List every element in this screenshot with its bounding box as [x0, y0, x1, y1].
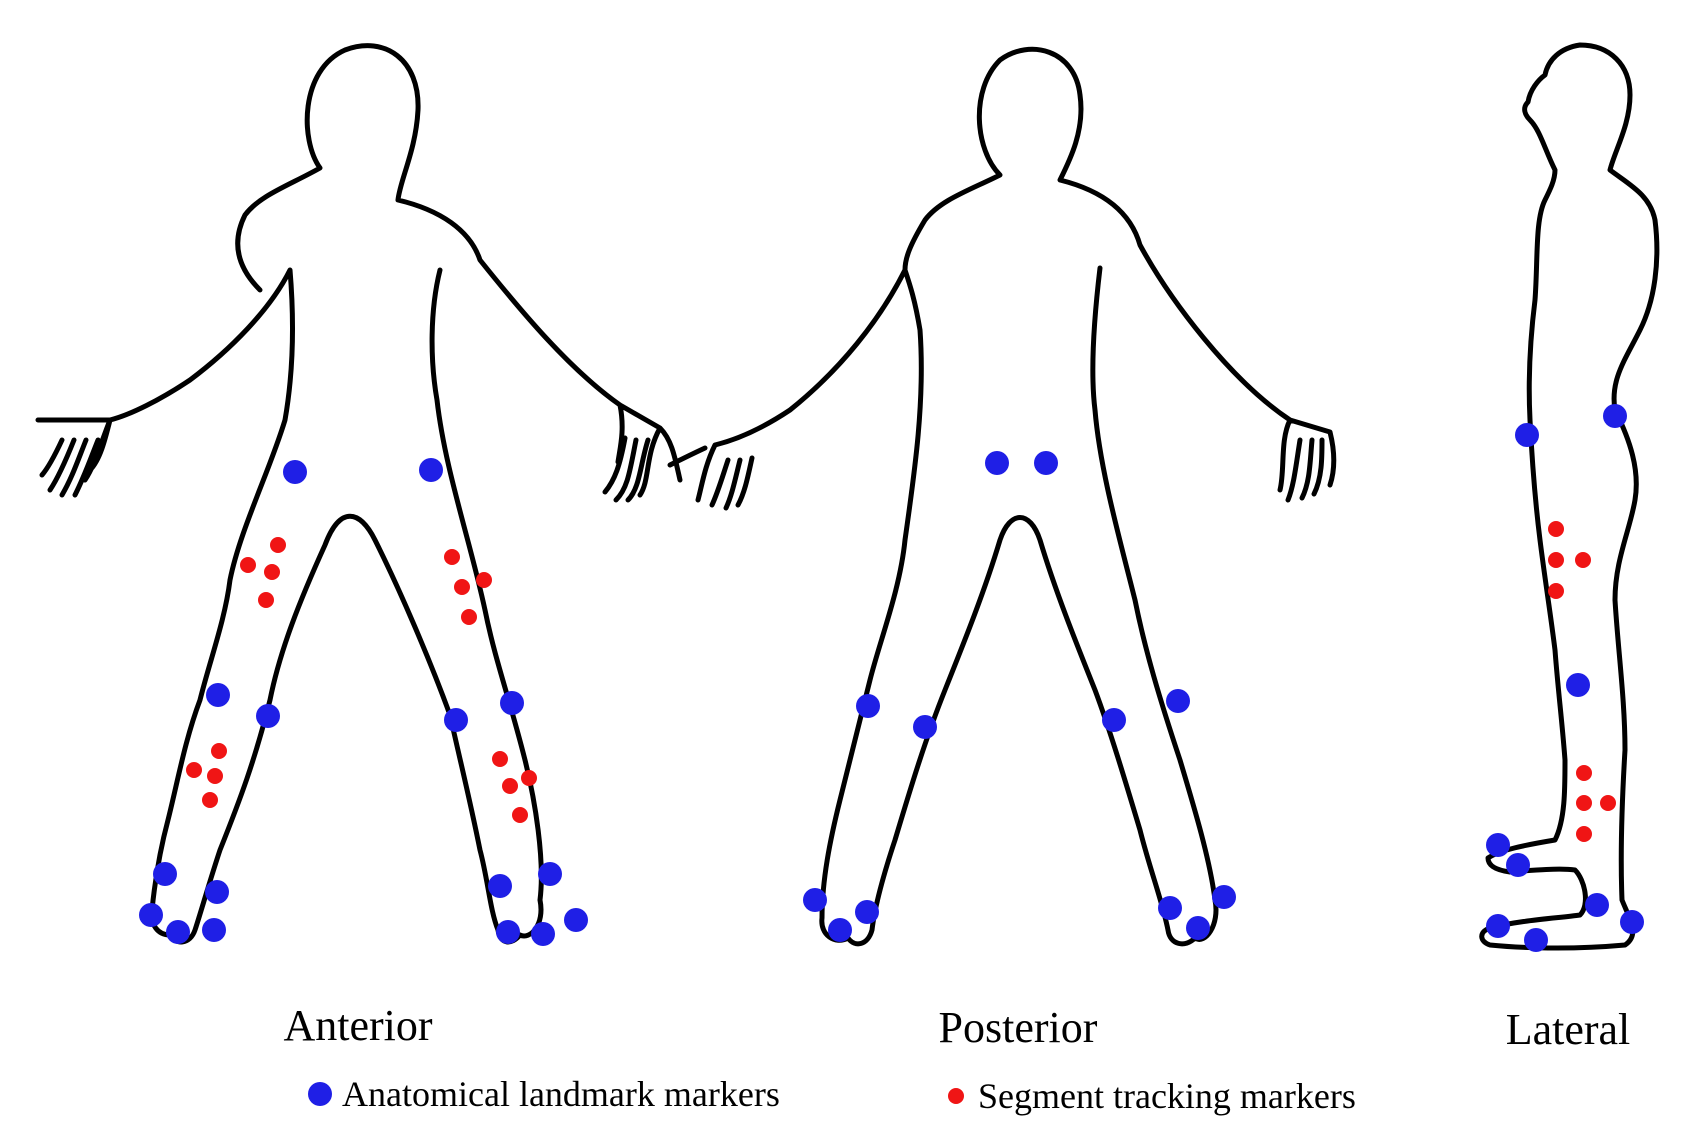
legend-anatomical-swatch [308, 1082, 332, 1106]
anatomical-landmark-marker [205, 880, 229, 904]
segment-tracking-marker [512, 807, 528, 823]
anatomical-landmark-marker [256, 704, 280, 728]
anatomical-landmark-marker [1566, 673, 1590, 697]
segment-tracking-marker [186, 762, 202, 778]
segment-tracking-marker [1576, 765, 1592, 781]
anatomical-landmark-marker [1620, 910, 1644, 934]
segment-tracking-marker [240, 557, 256, 573]
legend: Anatomical landmark markers Segment trac… [308, 1074, 1356, 1116]
anatomical-landmark-marker [828, 918, 852, 942]
anatomical-landmark-marker [1515, 423, 1539, 447]
segment-tracking-marker [264, 564, 280, 580]
anatomical-landmark-marker [1034, 451, 1058, 475]
anatomical-landmark-marker [139, 903, 163, 927]
anatomical-landmark-marker [1212, 885, 1236, 909]
anatomical-landmark-marker [1186, 916, 1210, 940]
segment-tracking-marker [1576, 795, 1592, 811]
segment-tracking-marker [461, 609, 477, 625]
segment-tracking-marker [270, 537, 286, 553]
segment-tracking-marker [521, 770, 537, 786]
segment-tracking-marker [211, 743, 227, 759]
anatomical-landmark-marker [564, 908, 588, 932]
anatomical-landmark-marker [856, 694, 880, 718]
segment-tracking-marker [202, 792, 218, 808]
anatomical-landmark-marker [166, 920, 190, 944]
segment-tracking-marker [207, 768, 223, 784]
anatomical-landmark-marker [538, 862, 562, 886]
anatomical-landmark-marker [419, 458, 443, 482]
legend-tracking-label: Segment tracking markers [978, 1076, 1356, 1116]
anatomical-landmark-marker [496, 920, 520, 944]
anatomical-landmark-marker [1166, 689, 1190, 713]
posterior-body-figure [667, 46, 1337, 947]
segment-tracking-marker [492, 751, 508, 767]
segment-tracking-marker [258, 592, 274, 608]
anatomical-landmark-marker [444, 708, 468, 732]
segment-tracking-marker [1548, 583, 1564, 599]
segment-tracking-marker [1548, 521, 1564, 537]
anatomical-landmark-marker [153, 862, 177, 886]
legend-tracking-swatch [948, 1088, 964, 1104]
anatomical-landmark-marker [1486, 833, 1510, 857]
anatomical-landmark-marker [206, 683, 230, 707]
anatomical-landmark-marker [1585, 893, 1609, 917]
segment-tracking-marker [1576, 826, 1592, 842]
anatomical-landmark-marker [531, 922, 555, 946]
view-label-anterior: Anterior [283, 1001, 432, 1050]
anatomical-landmark-marker [202, 918, 226, 942]
anatomical-landmark-marker [803, 888, 827, 912]
segment-tracking-marker [444, 549, 460, 565]
segment-tracking-marker [1548, 552, 1564, 568]
lateral-body-figure [1479, 42, 1660, 951]
anterior-body-outline [35, 43, 683, 945]
lateral-body-outline [1479, 42, 1660, 951]
anatomical-landmark-marker [1158, 896, 1182, 920]
anatomical-landmark-marker [913, 715, 937, 739]
view-label-lateral: Lateral [1506, 1005, 1631, 1054]
anatomical-landmark-marker [1506, 853, 1530, 877]
anatomical-landmark-marker [1524, 928, 1548, 952]
anterior-body-figure [35, 43, 683, 945]
anatomical-landmark-marker [488, 874, 512, 898]
segment-tracking-marker [1600, 795, 1616, 811]
anatomical-landmark-marker [1102, 708, 1126, 732]
anatomical-landmark-marker [1486, 914, 1510, 938]
segment-tracking-marker [476, 572, 492, 588]
anatomical-landmark-marker [500, 691, 524, 715]
segment-tracking-marker [1575, 552, 1591, 568]
anatomical-landmark-marker [1603, 404, 1627, 428]
legend-anatomical-label: Anatomical landmark markers [342, 1074, 780, 1114]
posterior-body-outline [667, 46, 1337, 947]
segment-tracking-marker [502, 778, 518, 794]
anatomical-landmark-marker [283, 460, 307, 484]
anatomical-landmark-marker [855, 900, 879, 924]
view-label-posterior: Posterior [939, 1003, 1098, 1052]
markers-layer [139, 404, 1644, 952]
anatomical-landmark-marker [985, 451, 1009, 475]
segment-tracking-marker [454, 579, 470, 595]
